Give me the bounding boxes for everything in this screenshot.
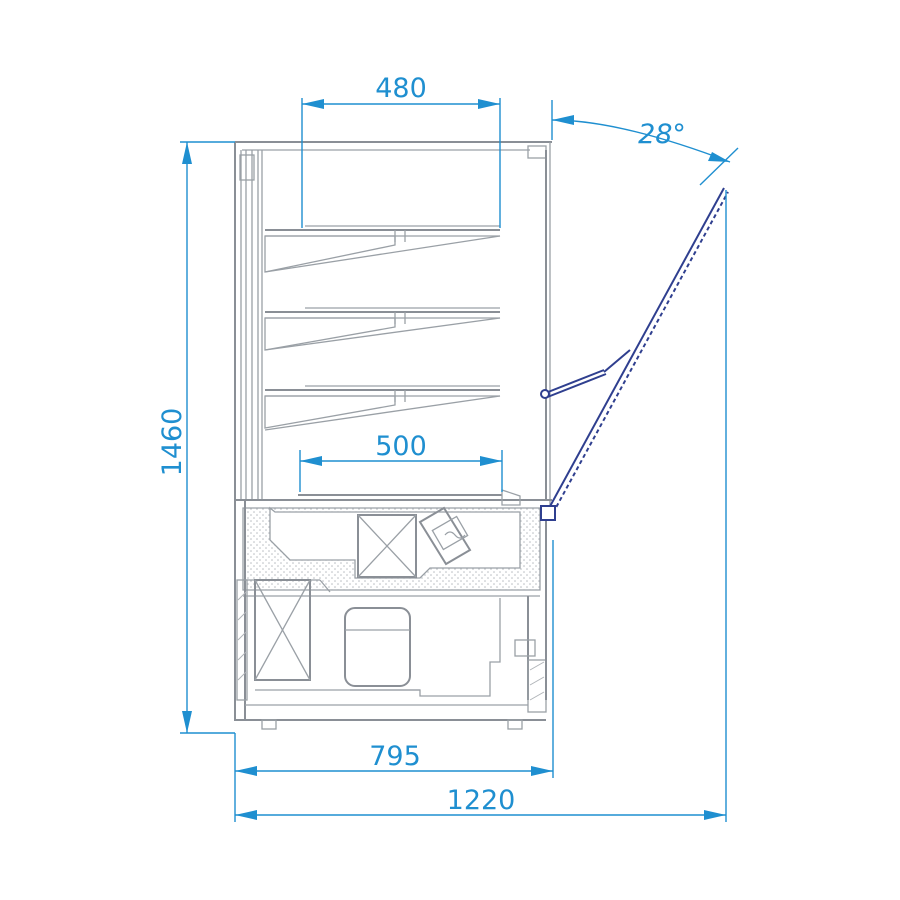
base-depth-label: 500 — [375, 431, 427, 462]
shelf-1 — [264, 225, 501, 273]
dimension-angle — [551, 100, 739, 186]
dimension-shelf-depth — [301, 98, 501, 228]
shelf-depth-label: 480 — [375, 73, 427, 104]
shelf-3 — [264, 385, 501, 431]
height-label: 1460 — [157, 408, 188, 477]
base-tray — [242, 489, 541, 597]
hinged-glass-lid — [540, 187, 729, 521]
dimension-base-depth — [299, 450, 503, 492]
dimension-depth — [234, 540, 554, 822]
dimension-total-depth — [235, 190, 727, 822]
machine-compartment — [234, 499, 547, 730]
shelf-2 — [264, 307, 501, 351]
depth-label: 795 — [369, 741, 421, 772]
dimension-height — [180, 141, 235, 734]
total-depth-label: 1220 — [447, 785, 516, 816]
evaporator-box — [357, 506, 472, 578]
angle-label: 28° — [638, 119, 686, 150]
